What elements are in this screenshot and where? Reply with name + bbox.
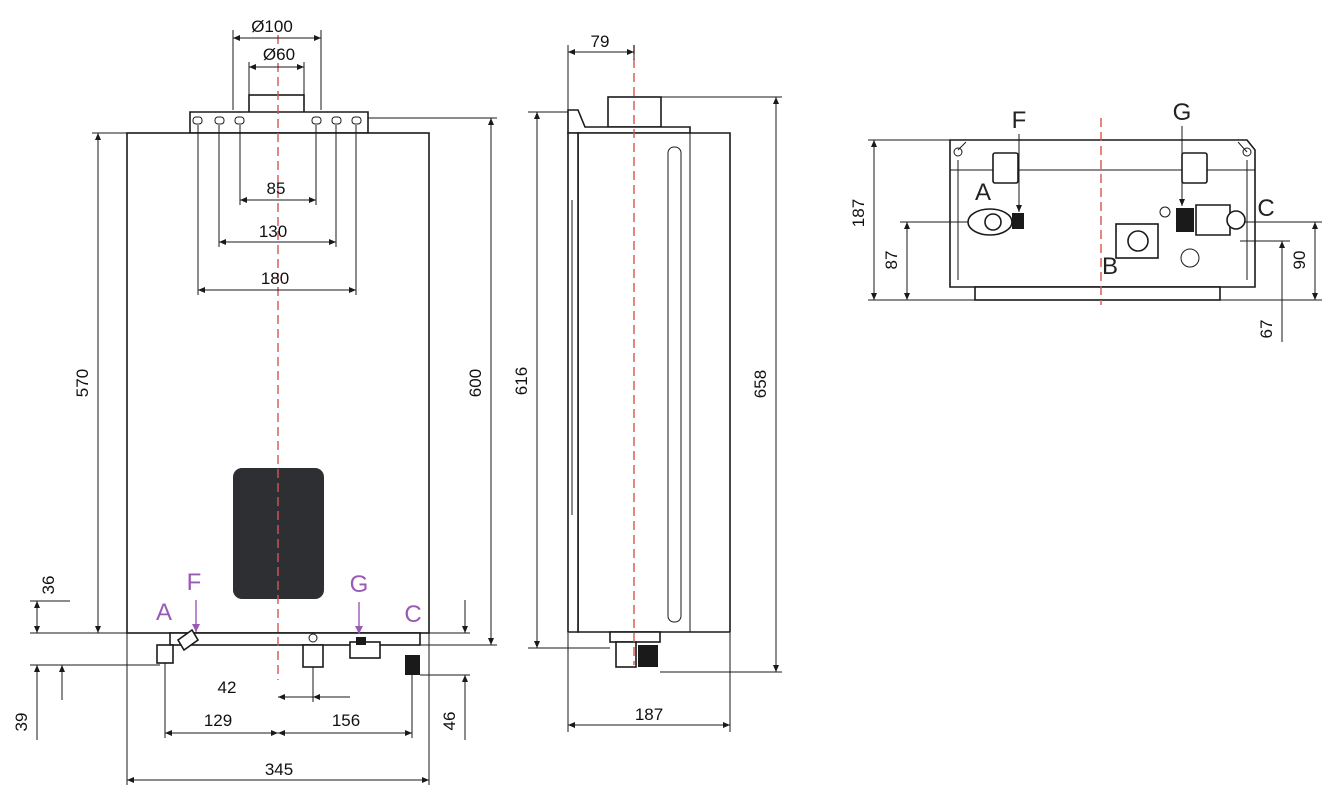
connector-c — [405, 655, 420, 675]
bottom-label-a: A — [975, 179, 991, 206]
bottom-body — [949, 139, 1256, 288]
dim-bottom-187: 187 — [849, 199, 868, 227]
dim-flue-outer: Ø100 — [251, 17, 293, 36]
bottom-view: A B C F G 187 87 90 67 — [849, 99, 1322, 342]
bottom-label-g: G — [1173, 99, 1192, 126]
bottom-label-f: F — [1012, 107, 1027, 134]
dim-flue-inner: Ø60 — [263, 45, 295, 64]
dim-width-345: 345 — [265, 760, 293, 779]
dim-bottom-67: 67 — [1257, 320, 1276, 339]
dim-bottom-87: 87 — [882, 251, 901, 270]
dim-bracket-85: 85 — [267, 179, 286, 198]
connector-f — [176, 628, 200, 652]
bottom-connector-c — [1226, 210, 1246, 230]
dim-side-79: 79 — [591, 32, 610, 51]
mounting-bracket — [189, 111, 369, 134]
front-view: Ø100 Ø60 85 130 180 570 600 36 39 — [12, 17, 497, 785]
dim-bracket-180: 180 — [261, 269, 289, 288]
label-g: G — [350, 571, 369, 598]
dim-width-129: 129 — [204, 711, 232, 730]
bottom-label-b: B — [1102, 253, 1118, 280]
dim-side-616: 616 — [512, 367, 531, 395]
bottom-connector-g — [1176, 208, 1194, 232]
dim-bottom-36: 36 — [39, 576, 58, 595]
label-c: C — [404, 601, 421, 628]
dim-bottom-46: 46 — [440, 712, 459, 731]
dim-height-570: 570 — [73, 369, 92, 397]
dim-bracket-130: 130 — [259, 222, 287, 241]
dim-bottom-39: 39 — [12, 713, 31, 732]
dim-bottom-90: 90 — [1290, 251, 1309, 270]
dim-height-600: 600 — [466, 369, 485, 397]
dim-side-187: 187 — [635, 705, 663, 724]
dim-offset-42: 42 — [218, 678, 237, 697]
side-view: 79 616 658 187 — [512, 32, 782, 732]
dim-side-658: 658 — [751, 370, 770, 398]
side-body — [577, 132, 731, 633]
label-a: A — [156, 599, 172, 626]
bottom-label-c: C — [1257, 195, 1274, 222]
connector-gas — [302, 644, 324, 668]
connector-a — [156, 644, 174, 664]
dim-width-156: 156 — [332, 711, 360, 730]
label-f: F — [187, 569, 202, 596]
